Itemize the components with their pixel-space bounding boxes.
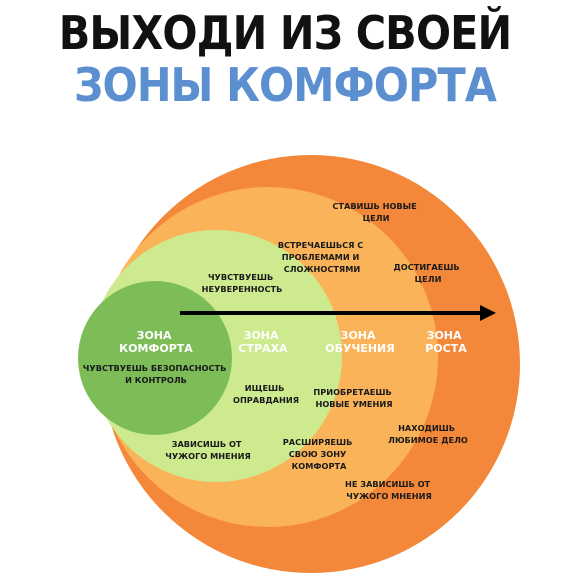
fear-item-excuses: ИЩЕШЬ ОПРАВДАНИЯ	[233, 383, 299, 405]
comfort-item-safety: ЧУВСТВУЕШЬ БЕЗОПАСНОСТЬ И КОНТРОЛЬ	[83, 363, 229, 385]
comfort-zone-circle	[78, 281, 232, 435]
page-title-line1: ВЫХОДИ ИЗ СВОЕЙ	[58, 6, 512, 60]
learning-item-expand: РАСШИРЯЕШЬ СВОЮ ЗОНУ КОМФОРТА	[283, 437, 355, 471]
zone-title-learning: ЗОНА ОБУЧЕНИЯ	[325, 329, 395, 355]
arrow-head-icon	[480, 305, 496, 321]
growth-item-passion: НАХОДИШЬ ЛЮБИМОЕ ДЕЛО	[388, 423, 468, 445]
growth-item-new-goals: СТАВИШЬ НОВЫЕ ЦЕЛИ	[332, 201, 419, 223]
growth-item-independent: НЕ ЗАВИСИШЬ ОТ ЧУЖОГО МНЕНИЯ	[345, 479, 433, 501]
page-title-line2: ЗОНЫ КОМФОРТА	[74, 58, 497, 112]
fear-item-uncertainty: ЧУВСТВУЕШЬ НЕУВЕРЕННОСТЬ	[202, 272, 283, 294]
learning-item-skills: ПРИОБРЕТАЕШЬ НОВЫЕ УМЕНИЯ	[313, 387, 394, 409]
zone-title-fear: ЗОНА СТРАХА	[238, 329, 288, 355]
zone-title-comfort: ЗОНА КОМФОРТА	[119, 329, 193, 355]
growth-item-achieve-goals: ДОСТИГАЕШЬ ЦЕЛИ	[393, 262, 462, 284]
zone-title-growth: ЗОНА РОСТА	[425, 329, 467, 355]
fear-item-opinion: ЗАВИСИШЬ ОТ ЧУЖОГО МНЕНИЯ	[165, 439, 251, 461]
learning-item-problems: ВСТРЕЧАЕШЬСЯ С ПРОБЛЕМАМИ И СЛОЖНОСТЯМИ	[278, 240, 366, 274]
